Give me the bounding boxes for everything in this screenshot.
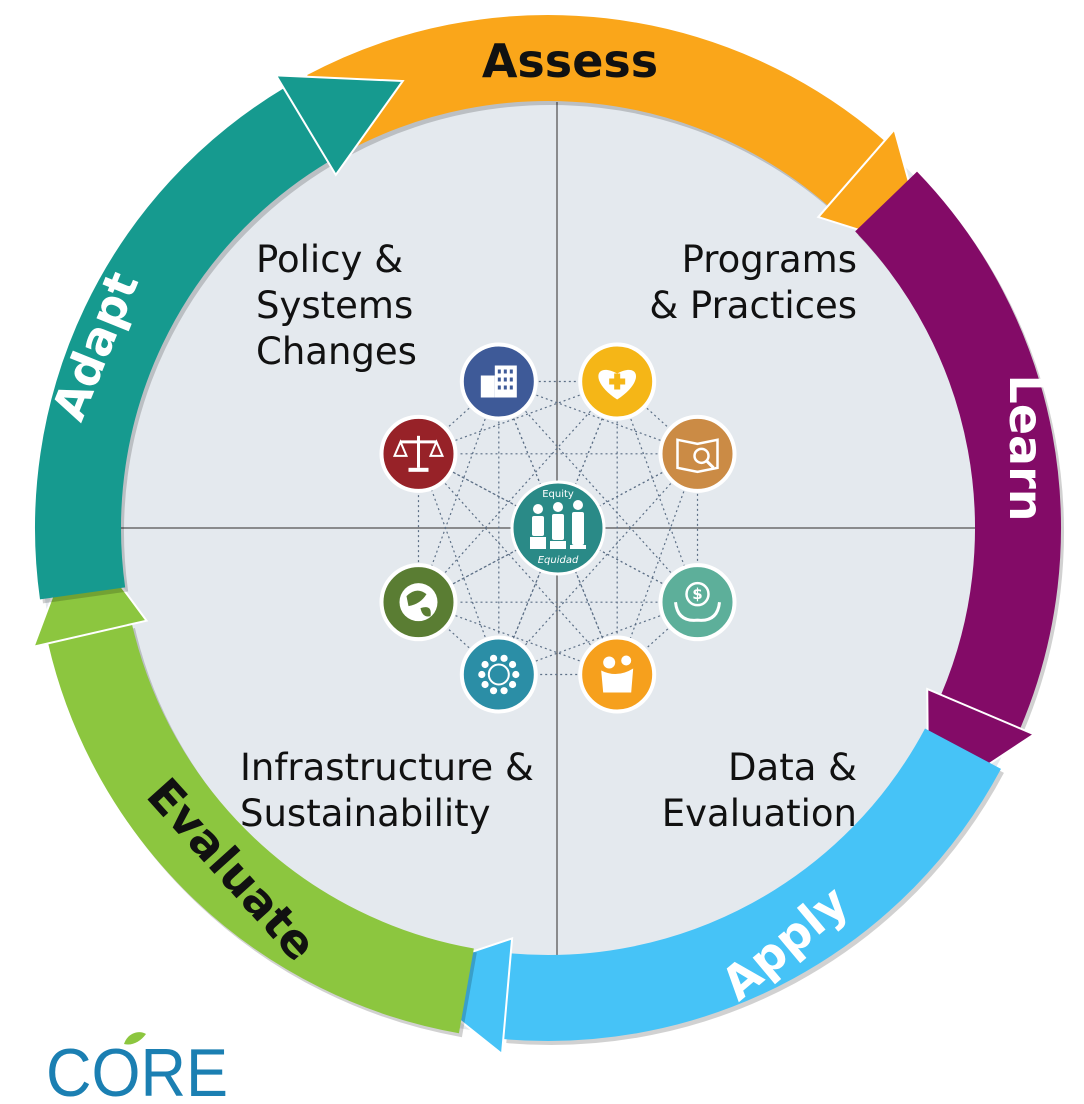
family-icon: [578, 635, 657, 714]
scales-icon: [379, 414, 458, 493]
icon-circle: [658, 414, 737, 493]
icon-circle: [658, 563, 737, 642]
icon-circle: [459, 635, 538, 714]
quadrant-label-line: Changes: [256, 330, 417, 373]
arrow-evaluate: [31, 525, 478, 1038]
community-circle-icon: [459, 635, 538, 714]
network-link: [417, 381, 500, 603]
network-link: [616, 381, 699, 603]
quadrant-label-line: & Practices: [649, 284, 857, 327]
center-equity-node: Equity Equidad: [510, 480, 606, 576]
center-bottom-text: Equidad: [538, 555, 579, 566]
core-logo: CORE: [46, 1032, 228, 1104]
network-link: [616, 453, 699, 675]
heart-plus-icon: [578, 342, 657, 421]
quadrant-label-line: Data &: [728, 746, 857, 789]
apple-icon: [124, 1032, 146, 1045]
network-link: [417, 453, 500, 675]
svg-text:$: $: [692, 585, 702, 603]
building-icon: [459, 342, 538, 421]
arrow-band: [35, 88, 329, 600]
quadrant-label-line: Policy &: [256, 238, 403, 281]
quadrant-label-line: Infrastructure &: [240, 746, 534, 789]
quadrant-label-line: Programs: [682, 238, 857, 281]
arrow-band: [48, 623, 475, 1034]
stage-label-learn: Learn: [999, 375, 1053, 522]
arrow-band: [503, 728, 1001, 1041]
quadrant-label-line: Evaluation: [662, 792, 857, 835]
quadrant-label-line: Systems: [256, 284, 413, 327]
stage-label-assess: Assess: [482, 34, 658, 88]
arrow-head: [274, 74, 405, 177]
people-equity-icon: [530, 500, 586, 549]
quadrant-label-line: Sustainability: [240, 792, 491, 835]
book-magnifier-icon: [658, 414, 737, 493]
arrow-band: [854, 171, 1061, 729]
quadrant-top-right: Programs & Practices: [649, 238, 857, 327]
logo-text: CORE: [46, 1035, 228, 1104]
quadrant-top-left: Policy & Systems Changes: [256, 238, 417, 373]
center-top-text: Equity: [542, 489, 574, 500]
quadrant-bottom-right: Data & Evaluation: [662, 746, 857, 835]
hands-dollar-icon: $: [658, 563, 737, 642]
cycle-arrows: [31, 15, 1064, 1056]
globe-leaf-icon: [379, 563, 458, 642]
quadrant-bottom-left: Infrastructure & Sustainability: [240, 746, 534, 835]
arrow-adapt: [35, 74, 405, 604]
